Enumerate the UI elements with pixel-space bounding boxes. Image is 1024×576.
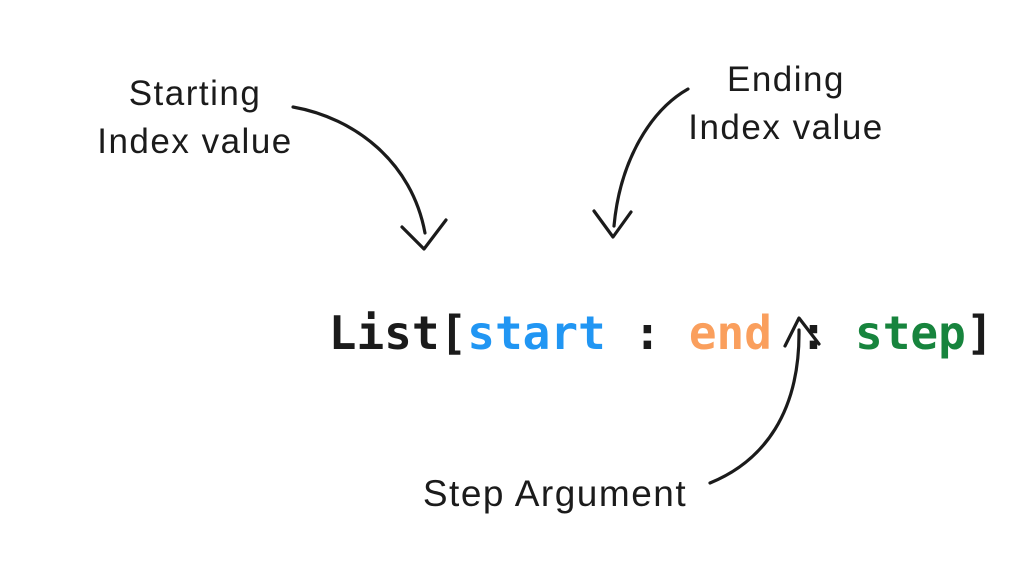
code-token-colon-2: : (771, 306, 856, 360)
code-token-step: step (855, 306, 966, 360)
code-token-start: start (467, 306, 606, 360)
ending-index-label: Ending Index value (636, 56, 936, 152)
starting-index-label: Starting Index value (40, 70, 350, 166)
code-token-colon-1: : (605, 306, 689, 360)
ending-index-label-line2: Index value (688, 108, 884, 147)
ending-index-label-line1: Ending (727, 60, 845, 99)
step-argument-label: Step Argument (422, 473, 688, 514)
code-token-end: end (688, 306, 772, 360)
starting-index-label-line2: Index value (97, 122, 293, 161)
code-snippet: List[start : end : step] (218, 252, 994, 414)
code-token-list-bracket: List[ (328, 306, 468, 360)
code-token-close-bracket: ] (965, 306, 994, 360)
starting-index-label-line1: Starting (128, 74, 262, 113)
